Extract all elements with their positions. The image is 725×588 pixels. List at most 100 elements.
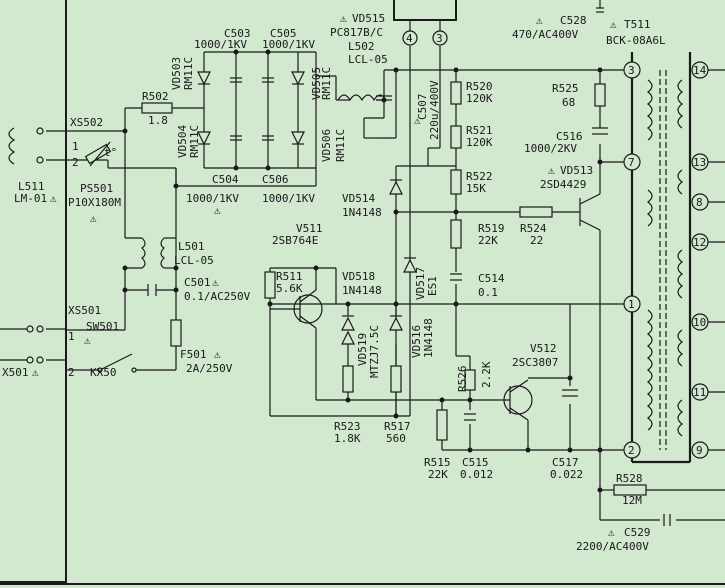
- label-r517: R517: [384, 420, 411, 433]
- label-c503-val: 1000/1KV: [194, 38, 247, 51]
- wiring: [0, 0, 725, 521]
- label-r502-val: 1.8: [148, 114, 168, 127]
- label-r521: R521: [466, 124, 493, 137]
- label-ps501: PS501: [80, 182, 113, 195]
- label-c504: C504: [212, 173, 239, 186]
- label-c514: C514: [478, 272, 505, 285]
- pin-opto-4: 4: [406, 32, 413, 45]
- pin-t9: 9: [696, 444, 703, 457]
- pin-xs501-1: 1: [68, 330, 75, 343]
- pin-t3: 3: [628, 64, 635, 77]
- label-r528-val: 12M: [622, 494, 642, 507]
- pin-t14: 14: [693, 64, 707, 77]
- label-l511-part: LM-01: [14, 192, 47, 205]
- label-c528: C528: [560, 14, 587, 27]
- label-r520-val: 120K: [466, 92, 493, 105]
- pin-t7: 7: [628, 156, 635, 169]
- warn-t511: ⚠: [610, 18, 617, 31]
- warn-bridge: ⚠: [214, 204, 221, 217]
- label-vd503: VD503: [170, 57, 183, 90]
- label-l502: L502: [348, 40, 375, 53]
- label-r519: R519: [478, 222, 505, 235]
- label-t-deg: t°: [104, 146, 117, 159]
- label-c504-val: 1000/1KV: [186, 192, 239, 205]
- warn-vd513: ⚠: [548, 164, 555, 177]
- warn-f501: ⚠: [214, 348, 221, 361]
- transformer-pins: [623, 61, 709, 459]
- label-xs501: XS501: [68, 304, 101, 317]
- label-r524: R524: [520, 222, 547, 235]
- pin-t12: 12: [693, 236, 706, 249]
- label-xs502: XS502: [70, 116, 103, 129]
- label-ps501-part: P10X180M: [68, 196, 121, 209]
- label-c516: C516: [556, 130, 583, 143]
- label-r526-val: 2.2K: [480, 361, 493, 388]
- label-x501: X501: [2, 366, 29, 379]
- label-l502-val: LCL-05: [348, 53, 388, 66]
- label-r524-val: 22: [530, 234, 543, 247]
- label-t511: T511: [624, 18, 651, 31]
- label-r502: R502: [142, 90, 169, 103]
- labels: C503 1000/1KV C505 1000/1KV ⚠ VD515 PC81…: [2, 12, 707, 553]
- label-vd506: VD506: [320, 129, 333, 162]
- warn-l511: ⚠: [50, 192, 57, 205]
- label-c505: C505: [270, 27, 297, 40]
- label-vd504-part: RM11C: [188, 125, 201, 158]
- label-l511: L511: [18, 180, 45, 193]
- warn-ps501: ⚠: [90, 212, 97, 225]
- label-c507: C507: [416, 94, 429, 121]
- label-c507-val: 220u/400V: [428, 80, 441, 140]
- label-r517-val: 560: [386, 432, 406, 445]
- label-c503: C503: [224, 27, 251, 40]
- label-vd505-part: RM11C: [320, 67, 333, 100]
- label-c529: C529: [624, 526, 651, 539]
- label-r515-val: 22K: [428, 468, 448, 481]
- label-vd513: VD513: [560, 164, 593, 177]
- pin-xs501-2: 2: [68, 366, 75, 379]
- pin-opto-3: 3: [436, 32, 443, 45]
- label-sw501: SW501: [86, 320, 119, 333]
- label-r523: R523: [334, 420, 361, 433]
- label-vd515-part: PC817B/C: [330, 26, 383, 39]
- label-c514-val: 0.1: [478, 286, 498, 299]
- label-vd518: VD518: [342, 270, 375, 283]
- warn-c529: ⚠: [608, 526, 615, 539]
- warn-c528: ⚠: [536, 14, 543, 27]
- label-v512-part: 2SC3807: [512, 356, 558, 369]
- label-vd505: VD505: [310, 67, 323, 100]
- pin-xs502-2: 2: [72, 156, 79, 169]
- label-t511-part: BCK-08A6L: [606, 34, 666, 47]
- label-v511: V511: [296, 222, 323, 235]
- transformer-t511: [630, 52, 692, 464]
- warn-vd515: ⚠: [340, 12, 347, 25]
- label-c529-val: 2200/AC400V: [576, 540, 649, 553]
- label-c517: C517: [552, 456, 579, 469]
- label-c517-val: 0.022: [550, 468, 583, 481]
- pin-t1: 1: [628, 298, 635, 311]
- label-c515: C515: [462, 456, 489, 469]
- label-r525: R525: [552, 82, 579, 95]
- label-vd518-part: 1N4148: [342, 284, 382, 297]
- label-r520: R520: [466, 80, 493, 93]
- junctions: [122, 49, 603, 493]
- label-vd515: VD515: [352, 12, 385, 25]
- warn-x501: ⚠: [32, 366, 39, 379]
- label-r526: R526: [456, 366, 469, 393]
- label-vd516: VD516: [410, 325, 423, 358]
- label-c506: C506: [262, 173, 289, 186]
- label-vd519-part: MTZJ7.5C: [368, 325, 381, 378]
- label-r519-val: 22K: [478, 234, 498, 247]
- label-c501-val: 0.1/AC250V: [184, 290, 251, 303]
- label-r522-val: 15K: [466, 182, 486, 195]
- label-f501-val: 2A/250V: [186, 362, 233, 375]
- label-r511: R511: [276, 270, 303, 283]
- pin-xs502-1: 1: [72, 140, 79, 153]
- label-vd513-part: 2SD4429: [540, 178, 586, 191]
- label-vd517: VD517: [414, 267, 427, 300]
- label-r521-val: 120K: [466, 136, 493, 149]
- warn-sw501: ⚠: [84, 334, 91, 347]
- label-c528-val: 470/AC400V: [512, 28, 579, 41]
- pin-t13: 13: [693, 156, 706, 169]
